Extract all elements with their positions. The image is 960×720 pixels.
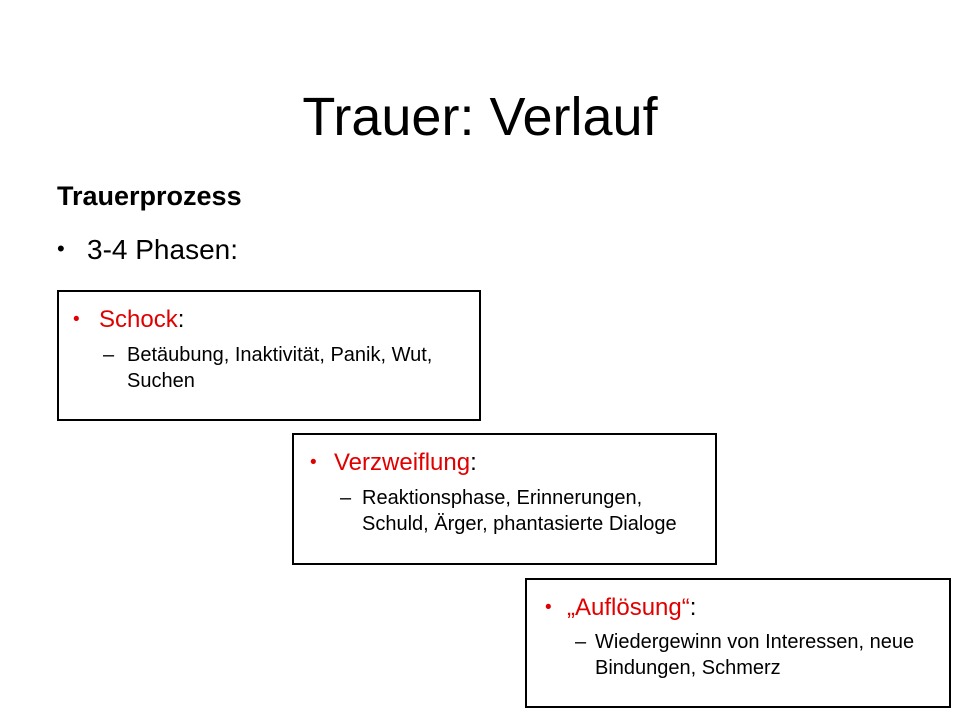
phase-heading-colon: : — [177, 306, 185, 333]
bullet-item-phasen: • 3-4 Phasen: — [57, 233, 238, 267]
phase-detail-row: – Betäubung, Inaktivität, Panik, Wut, Su… — [59, 342, 479, 395]
phase-heading-wrap: Verzweiflung: — [334, 449, 477, 478]
phase-detail-label: Reaktionsphase, Erinnerungen, Schuld, Är… — [362, 486, 677, 536]
phase-heading-label: Schock — [99, 306, 178, 333]
bullet-point-icon: • — [310, 452, 317, 473]
phase-heading-colon: : — [689, 594, 697, 621]
bullet-item-phasen-label: 3-4 Phasen: — [87, 234, 238, 265]
dash-bullet-icon: – — [340, 486, 352, 509]
phase-heading-wrap: „Auflösung“: — [567, 594, 696, 623]
phase-heading-row: • Verzweiflung: — [294, 449, 715, 478]
phase-heading-row: • Schock: — [59, 306, 479, 335]
phase-heading-wrap: Schock: — [99, 306, 184, 335]
bullet-point-icon: • — [545, 597, 552, 618]
phase-heading-label: Verzweiflung — [334, 449, 471, 476]
section-heading: Trauerprozess — [57, 181, 242, 211]
dash-bullet-icon: – — [575, 630, 587, 653]
dash-bullet-icon: – — [103, 343, 115, 366]
phase-box-schock: • Schock: – Betäubung, Inaktivität, Pani… — [57, 290, 481, 421]
phase-heading-label: „Auflösung“ — [567, 594, 690, 621]
phase-box-verzweiflung: • Verzweiflung: – Reaktionsphase, Erinne… — [292, 433, 717, 565]
slide-title: Trauer: Verlauf — [302, 87, 658, 148]
phase-heading-row: • „Auflösung“: — [527, 594, 949, 623]
phase-box-aufloesung: • „Auflösung“: – Wiedergewinn von Intere… — [525, 578, 951, 708]
phase-detail-row: – Wiedergewinn von Interessen, neue Bind… — [527, 629, 949, 682]
phase-heading-colon: : — [470, 449, 477, 476]
phase-detail-label: Betäubung, Inaktivität, Panik, Wut, Such… — [127, 343, 433, 393]
phase-detail-label: Wiedergewinn von Interessen, neue Bindun… — [595, 630, 915, 680]
phase-detail-row: – Reaktionsphase, Erinnerungen, Schuld, … — [294, 485, 715, 538]
bullet-point-icon: • — [57, 236, 65, 261]
bullet-point-icon: • — [73, 309, 80, 330]
